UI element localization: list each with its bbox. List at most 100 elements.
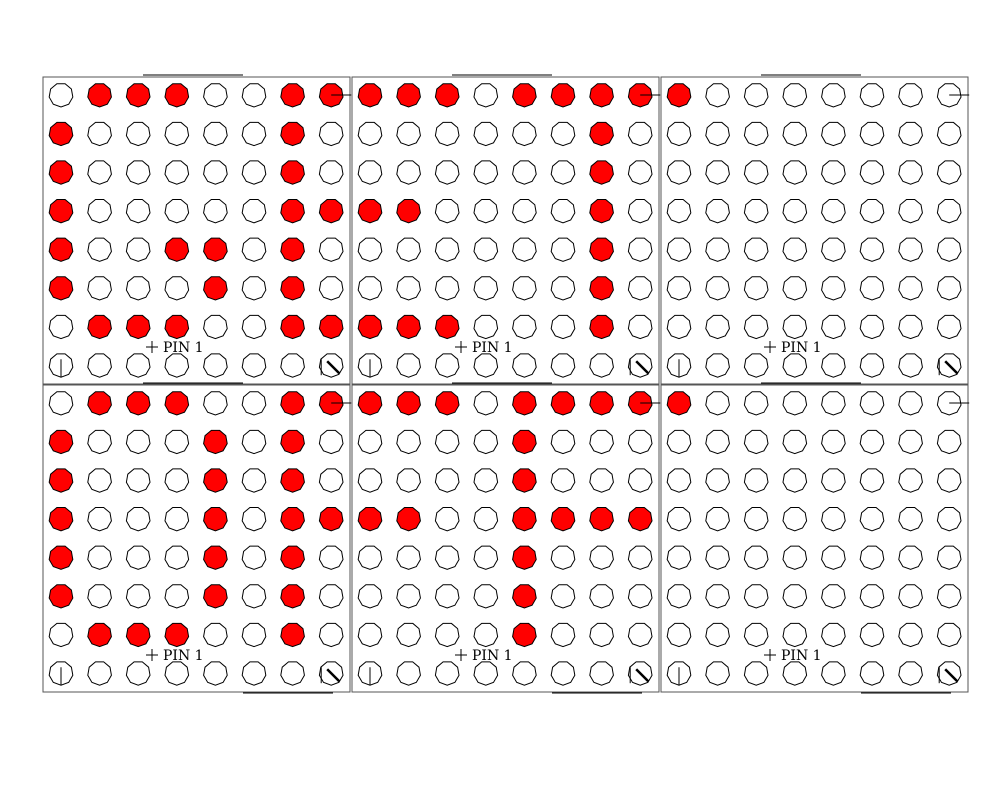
led-off xyxy=(589,584,614,609)
led-on xyxy=(48,160,74,185)
orientation-mark xyxy=(944,668,959,683)
led-off xyxy=(666,507,692,532)
led-on xyxy=(396,83,421,108)
led-on xyxy=(280,237,305,262)
led-off xyxy=(434,121,460,147)
led-off xyxy=(782,160,808,185)
led-off xyxy=(936,121,962,147)
led-off xyxy=(821,391,846,416)
led-off xyxy=(203,622,228,648)
led-off xyxy=(627,314,653,340)
led-on xyxy=(357,507,383,532)
led-on xyxy=(589,83,614,108)
led-off xyxy=(512,160,537,185)
led-off xyxy=(589,353,614,378)
led-off xyxy=(821,661,846,686)
led-on xyxy=(396,507,421,532)
led-off xyxy=(164,468,190,493)
led-on xyxy=(280,199,305,224)
led-off xyxy=(125,160,151,185)
led-off xyxy=(705,661,730,686)
led-off xyxy=(821,160,846,185)
led-off xyxy=(550,160,576,185)
led-on xyxy=(203,237,228,262)
led-off xyxy=(666,314,692,340)
led-off xyxy=(898,429,923,455)
led-off xyxy=(280,661,305,686)
led-on xyxy=(280,276,305,301)
led-off xyxy=(936,160,962,185)
led-off xyxy=(666,276,692,301)
led-off xyxy=(550,199,576,224)
led-off xyxy=(782,584,808,609)
led-on xyxy=(280,83,305,108)
led-off xyxy=(821,468,846,493)
led-off xyxy=(705,507,730,532)
led-off xyxy=(396,661,421,686)
led-on xyxy=(48,468,74,493)
led-panel-row2-col1: PIN 1 xyxy=(42,382,352,694)
led-off xyxy=(241,622,267,648)
led-off xyxy=(859,622,885,648)
led-off xyxy=(550,276,576,301)
led-off xyxy=(782,121,808,147)
led-off xyxy=(589,661,614,686)
led-off xyxy=(936,584,962,609)
led-on xyxy=(318,199,344,224)
led-off xyxy=(666,121,692,147)
led-off xyxy=(125,584,151,609)
led-off xyxy=(241,507,267,532)
led-off xyxy=(396,545,421,570)
led-off xyxy=(203,353,228,378)
led-off xyxy=(898,83,923,108)
led-off xyxy=(589,429,614,455)
led-off xyxy=(859,276,885,301)
led-on xyxy=(164,237,190,262)
led-on xyxy=(357,83,383,108)
led-off xyxy=(666,545,692,570)
led-off xyxy=(473,199,499,224)
pin1-label: PIN 1 xyxy=(472,648,513,664)
led-off xyxy=(396,237,421,262)
led-off xyxy=(203,199,228,224)
led-off xyxy=(87,276,112,301)
led-off xyxy=(743,584,769,609)
led-off xyxy=(705,622,730,648)
led-off xyxy=(241,429,267,455)
led-off xyxy=(87,584,112,609)
led-on xyxy=(434,83,460,108)
led-on xyxy=(512,391,537,416)
led-on xyxy=(512,507,537,532)
led-panel-row1-col2: PIN 1 xyxy=(351,74,661,386)
led-off xyxy=(627,237,653,262)
led-off xyxy=(125,507,151,532)
led-off xyxy=(164,160,190,185)
led-panel-row1-col3: PIN 1 xyxy=(660,74,970,386)
led-off xyxy=(318,160,344,185)
led-off xyxy=(48,622,74,648)
led-on xyxy=(280,121,305,147)
led-off xyxy=(627,545,653,570)
led-on xyxy=(396,391,421,416)
led-off xyxy=(821,507,846,532)
led-off xyxy=(125,468,151,493)
led-on xyxy=(589,237,614,262)
led-off xyxy=(318,276,344,301)
led-off xyxy=(859,83,885,108)
led-off xyxy=(936,237,962,262)
led-on xyxy=(550,83,576,108)
led-off xyxy=(550,429,576,455)
led-off xyxy=(125,121,151,147)
led-off xyxy=(203,314,228,340)
led-off xyxy=(627,622,653,648)
led-off xyxy=(318,121,344,147)
led-off xyxy=(859,314,885,340)
led-off xyxy=(666,622,692,648)
led-off xyxy=(512,661,537,686)
led-on xyxy=(203,545,228,570)
led-off xyxy=(396,468,421,493)
led-on xyxy=(512,584,537,609)
led-off xyxy=(782,276,808,301)
led-on xyxy=(164,83,190,108)
led-on xyxy=(48,276,74,301)
